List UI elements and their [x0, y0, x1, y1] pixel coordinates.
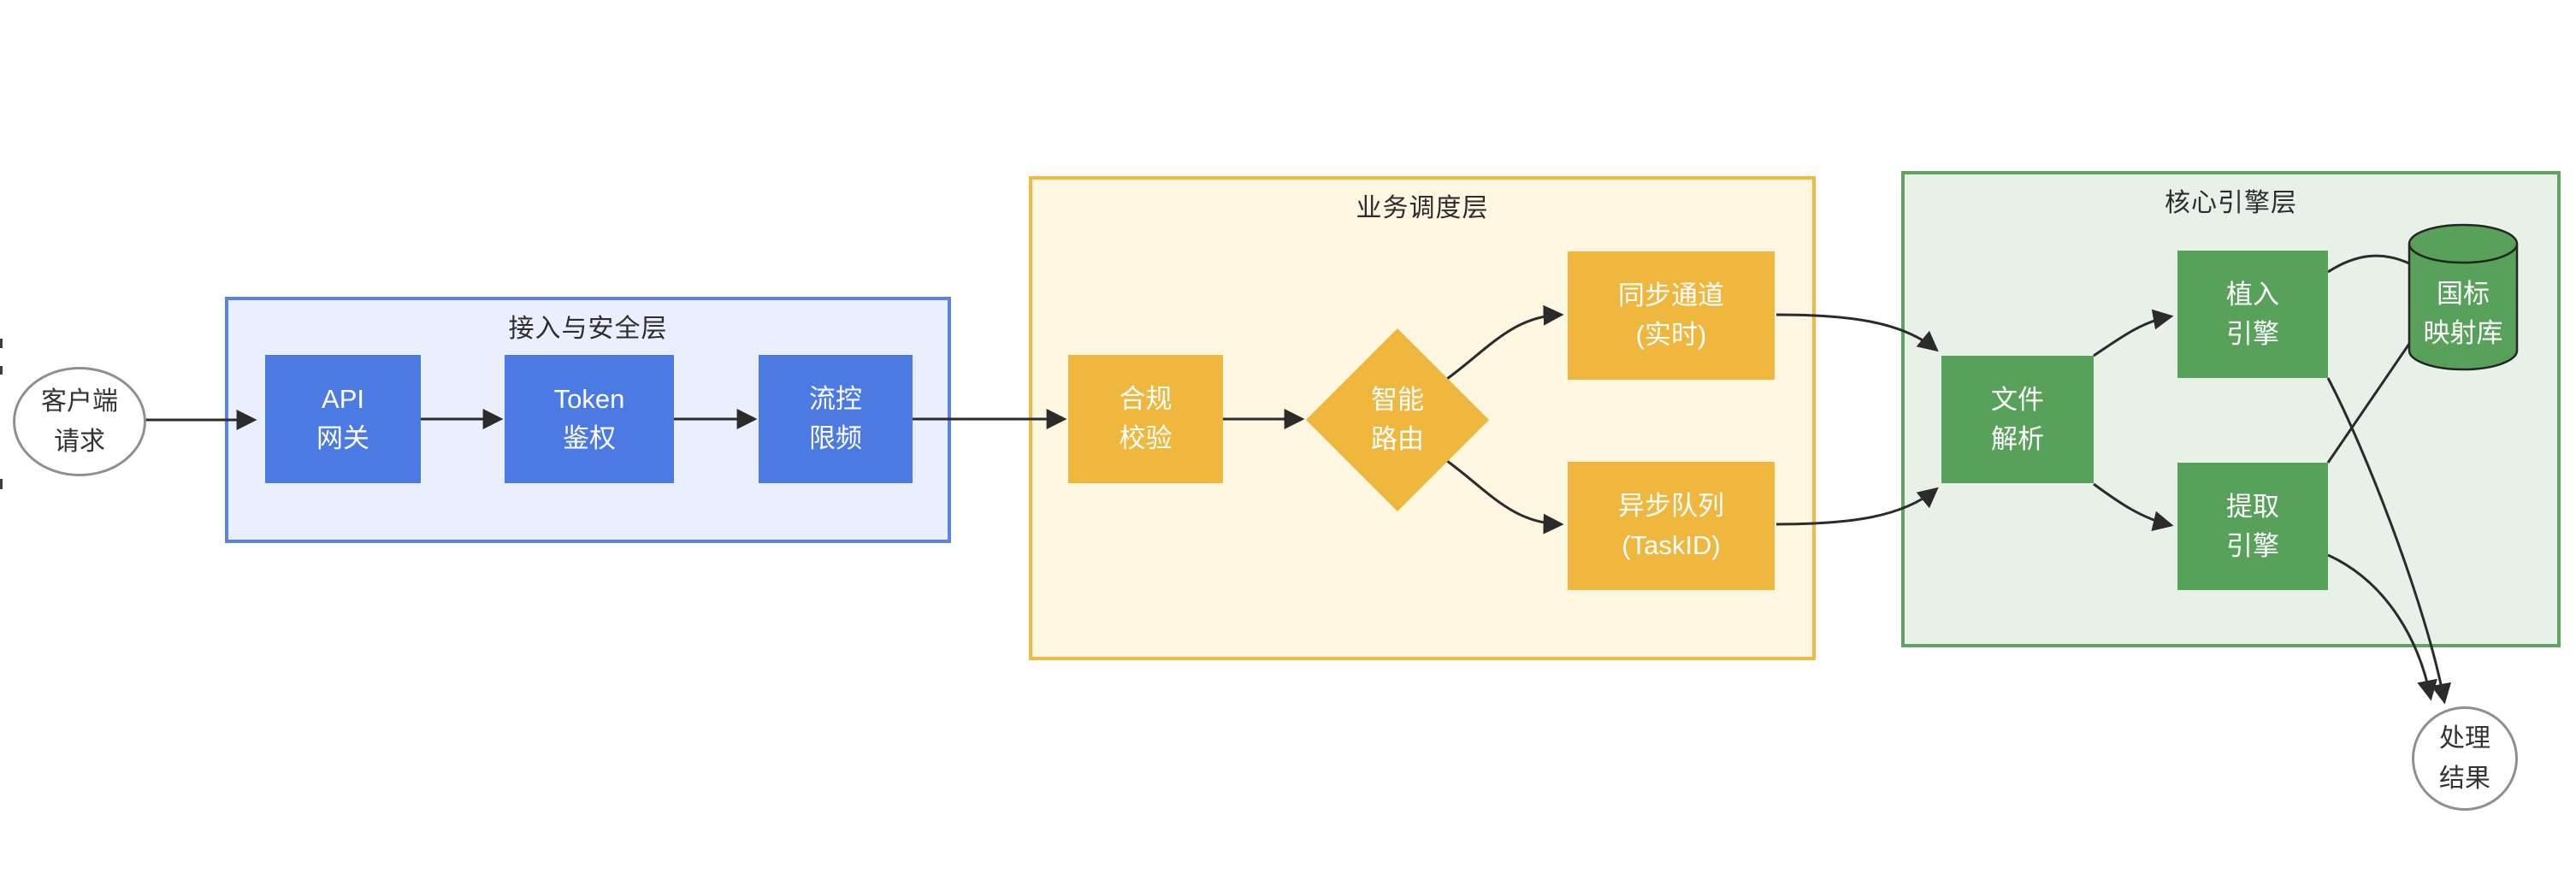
node-label: 映射库: [2423, 318, 2503, 348]
node-label: API: [322, 384, 364, 414]
node-label: 限频: [809, 423, 862, 453]
edge-extract-engine-to-gb-mapping-db[interactable]: [2326, 343, 2411, 464]
edge-smart-router-to-async-queue[interactable]: [1446, 459, 1564, 534]
node-label: 请求: [54, 428, 105, 456]
edge-embed-engine-to-gb-mapping-db[interactable]: [2327, 254, 2410, 274]
gb-mapping-db-cylinder-top[interactable]: [2408, 223, 2519, 264]
node-label: 提取: [2226, 491, 2279, 522]
node-label: 智能: [1371, 385, 1424, 415]
node-label: 国标: [2437, 279, 2490, 309]
smart-router-diamond-shape[interactable]: [1306, 328, 1489, 511]
node-label: 结果: [2439, 765, 2490, 793]
node-label: 网关: [316, 423, 369, 453]
node-api-gateway[interactable]: API 网关: [265, 355, 421, 483]
node-label: 处理: [2439, 724, 2490, 753]
edge-smart-router-to-sync-channel[interactable]: [1446, 304, 1564, 381]
node-token-auth[interactable]: Token 鉴权: [505, 355, 674, 483]
node-extract-engine[interactable]: 提取 引擎: [2177, 463, 2328, 590]
edge-file-parse-to-embed-engine[interactable]: [2093, 309, 2174, 357]
node-label: 流控: [809, 384, 862, 414]
node-label: 引擎: [2226, 530, 2279, 561]
node-label: 异步队列: [1618, 491, 1724, 521]
edge-async-queue-to-file-parse[interactable]: [1775, 487, 1939, 526]
node-label: Token: [553, 384, 625, 414]
edge-file-parse-to-extract-engine[interactable]: [2093, 482, 2174, 532]
node-label: 植入: [2226, 279, 2279, 310]
node-label: 引擎: [2226, 318, 2279, 349]
node-label: 同步通道: [1618, 281, 1724, 310]
node-label: (实时): [1635, 320, 1707, 350]
screen-edge-artifact: [0, 479, 3, 489]
node-label: 路由: [1371, 424, 1424, 454]
node-label: 解析: [1991, 423, 2044, 454]
node-gb-mapping-db-label[interactable]: 国标 映射库: [2409, 274, 2517, 354]
node-label: 合规: [1119, 384, 1173, 414]
node-label: 客户端: [41, 387, 118, 416]
node-label: 文件: [1991, 384, 2044, 415]
node-smart-router-label[interactable]: 智能 路由: [1306, 340, 1489, 500]
node-async-queue[interactable]: 异步队列 (TaskID): [1568, 462, 1775, 590]
screen-edge-artifact: [0, 339, 3, 348]
container-title-access-security: 接入与安全层: [508, 315, 668, 343]
node-embed-engine[interactable]: 植入 引擎: [2177, 251, 2328, 378]
node-sync-channel[interactable]: 同步通道 (实时): [1568, 251, 1775, 380]
node-file-parse[interactable]: 文件 解析: [1941, 356, 2094, 483]
container-title-business-scheduling: 业务调度层: [1356, 194, 1489, 222]
edge-extract-engine-to-result[interactable]: [2327, 553, 2437, 701]
node-processing-result[interactable]: 处理 结果: [2412, 706, 2518, 811]
container-title-core-engine: 核心引擎层: [2165, 189, 2297, 217]
node-client-request[interactable]: 客户端 请求: [13, 367, 146, 476]
edge-embed-engine-to-result[interactable]: [2326, 377, 2452, 705]
node-compliance-check[interactable]: 合规 校验: [1068, 355, 1223, 483]
node-label: 鉴权: [563, 423, 616, 453]
edge-sync-channel-to-file-parse[interactable]: [1775, 313, 1939, 352]
node-rate-limit[interactable]: 流控 限频: [759, 355, 913, 483]
screen-edge-artifact: [0, 366, 3, 375]
node-label: (TaskID): [1622, 530, 1721, 560]
node-label: 校验: [1119, 423, 1173, 453]
